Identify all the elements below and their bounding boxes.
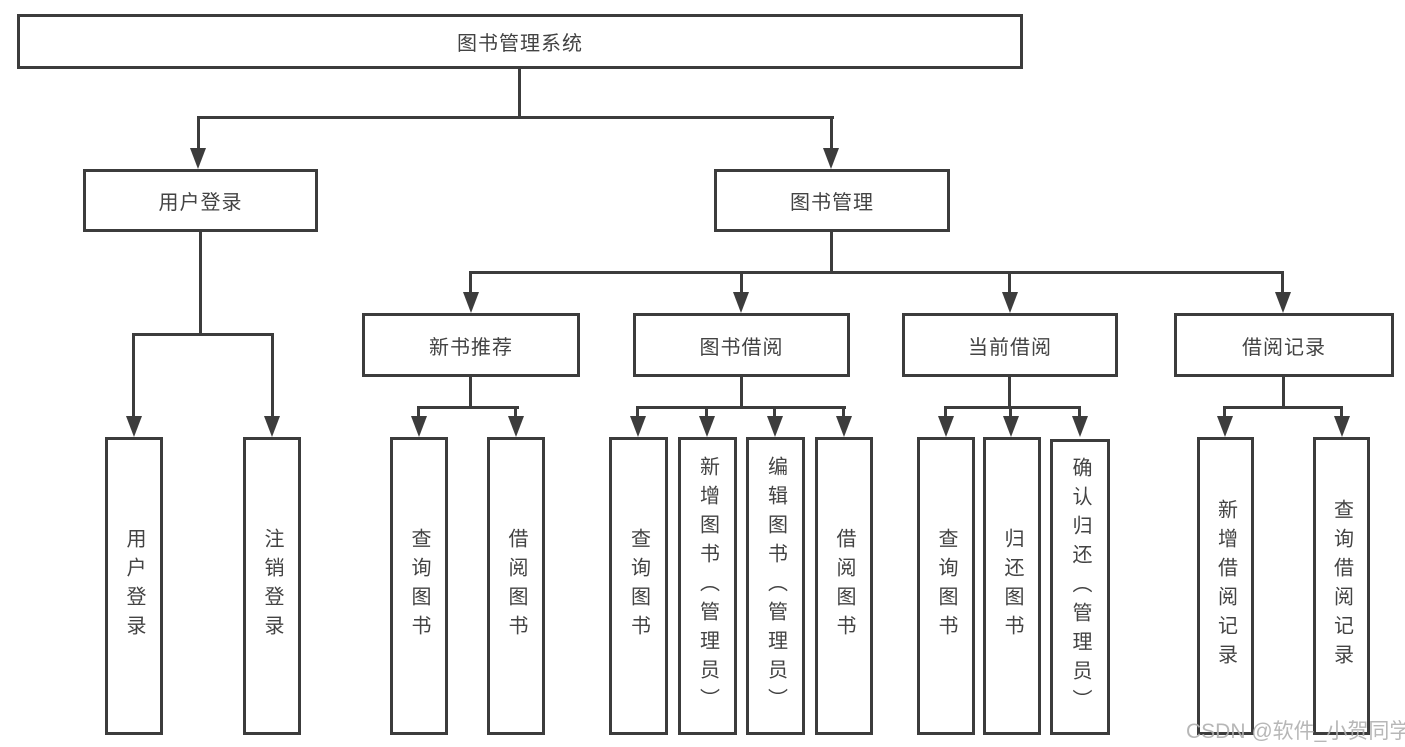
leaf-user-login: 用户登录 bbox=[105, 437, 163, 735]
leaf-newbook-query-books-label: 查询图书 bbox=[408, 528, 430, 644]
leaf-newbook-query-books: 查询图书 bbox=[390, 437, 448, 735]
leaf-borrow-query-books-label: 查询图书 bbox=[627, 528, 650, 644]
node-user-login-label: 用户登录 bbox=[158, 192, 243, 214]
connector-login-stem bbox=[199, 232, 202, 335]
connector-current-stem bbox=[1008, 377, 1011, 408]
arrowhead-borrow-leaf-4 bbox=[836, 416, 852, 437]
leaf-newbook-borrow-books: 借阅图书 bbox=[487, 437, 545, 735]
arrowhead-records-leaf-2 bbox=[1334, 416, 1350, 437]
arrowhead-group-current bbox=[1002, 292, 1018, 313]
node-book-borrow: 图书借阅 bbox=[633, 313, 850, 377]
node-book-management: 图书管理 bbox=[714, 169, 950, 232]
leaf-current-query-books-label: 查询图书 bbox=[935, 528, 957, 644]
connector-current-drop-2 bbox=[1009, 406, 1012, 417]
node-new-book-recommend-label: 新书推荐 bbox=[429, 336, 513, 359]
leaf-borrow-add-books-admin-label: 新增图书（管理员） bbox=[696, 455, 719, 717]
node-root-label: 图书管理系统 bbox=[457, 33, 583, 55]
leaf-records-query-record-label: 查询借阅记录 bbox=[1330, 499, 1353, 673]
node-current-borrow-label: 当前借阅 bbox=[968, 336, 1052, 359]
leaf-current-confirm-return-admin: 确认归还（管理员） bbox=[1050, 439, 1110, 735]
arrowhead-login-leaf-2 bbox=[264, 416, 280, 437]
leaf-borrow-edit-books-admin: 编辑图书（管理员） bbox=[746, 437, 805, 735]
connector-mgmt-drop-1 bbox=[469, 271, 472, 293]
connector-records-bar bbox=[1223, 406, 1343, 409]
csdn-watermark: CSDN @软件_小贺同学 bbox=[1186, 720, 1405, 743]
connector-login-drop-2 bbox=[271, 333, 274, 417]
connector-newbook-drop-1 bbox=[417, 406, 420, 417]
connector-borrow-bar bbox=[636, 406, 846, 409]
connector-mgmt-bar bbox=[469, 271, 1284, 274]
connector-current-drop-3 bbox=[1078, 406, 1081, 417]
leaf-records-add-record: 新增借阅记录 bbox=[1197, 437, 1254, 735]
connector-borrow-drop-1 bbox=[636, 406, 639, 417]
connector-root-bar bbox=[197, 116, 834, 119]
node-current-borrow: 当前借阅 bbox=[902, 313, 1118, 377]
arrowhead-borrow-leaf-1 bbox=[630, 416, 646, 437]
node-borrow-records-label: 借阅记录 bbox=[1242, 336, 1326, 359]
arrowhead-current-leaf-2 bbox=[1003, 416, 1019, 437]
connector-login-bar bbox=[132, 333, 274, 336]
leaf-borrow-add-books-admin: 新增图书（管理员） bbox=[678, 437, 737, 735]
leaf-borrow-query-books: 查询图书 bbox=[609, 437, 668, 735]
arrowhead-records-leaf-1 bbox=[1217, 416, 1233, 437]
connector-mgmt-drop-4 bbox=[1281, 271, 1284, 293]
leaf-records-query-record: 查询借阅记录 bbox=[1313, 437, 1370, 735]
arrowhead-current-leaf-3 bbox=[1072, 416, 1088, 437]
leaf-borrow-borrow-books-label: 借阅图书 bbox=[833, 528, 855, 644]
connector-current-drop-1 bbox=[944, 406, 947, 417]
arrowhead-borrow-leaf-2 bbox=[699, 416, 715, 437]
leaf-records-add-record-label: 新增借阅记录 bbox=[1214, 499, 1237, 673]
connector-root-drop-left bbox=[197, 116, 200, 148]
connector-borrow-drop-4 bbox=[842, 406, 845, 417]
connector-borrow-drop-2 bbox=[705, 406, 708, 417]
node-book-borrow-label: 图书借阅 bbox=[699, 336, 784, 359]
connector-newbook-bar bbox=[417, 406, 519, 409]
connector-mgmt-drop-2 bbox=[740, 271, 743, 293]
leaf-borrow-edit-books-admin-label: 编辑图书（管理员） bbox=[764, 455, 787, 717]
arrowhead-borrow-leaf-3 bbox=[767, 416, 783, 437]
connector-borrow-stem bbox=[740, 377, 743, 408]
leaf-current-return-books-label: 归还图书 bbox=[1001, 528, 1023, 644]
connector-records-drop-2 bbox=[1340, 406, 1343, 417]
arrowhead-current-leaf-1 bbox=[938, 416, 954, 437]
node-root: 图书管理系统 bbox=[17, 14, 1023, 69]
leaf-logout: 注销登录 bbox=[243, 437, 301, 735]
leaf-current-query-books: 查询图书 bbox=[917, 437, 975, 735]
connector-newbook-stem bbox=[469, 377, 472, 408]
connector-newbook-drop-2 bbox=[514, 406, 517, 417]
node-book-management-label: 图书管理 bbox=[790, 192, 874, 214]
leaf-current-confirm-return-admin-label: 确认归还（管理员） bbox=[1069, 456, 1091, 718]
connector-root-drop-right bbox=[830, 116, 833, 148]
connector-records-stem bbox=[1282, 377, 1285, 408]
arrowhead-newbook-leaf-1 bbox=[411, 416, 427, 437]
arrowhead-user-login bbox=[190, 148, 206, 169]
node-new-book-recommend: 新书推荐 bbox=[362, 313, 580, 377]
node-borrow-records: 借阅记录 bbox=[1174, 313, 1394, 377]
leaf-user-login-label: 用户登录 bbox=[123, 528, 145, 644]
leaf-current-return-books: 归还图书 bbox=[983, 437, 1041, 735]
leaf-logout-label: 注销登录 bbox=[261, 528, 283, 644]
leaf-borrow-borrow-books: 借阅图书 bbox=[815, 437, 873, 735]
arrowhead-login-leaf-1 bbox=[126, 416, 142, 437]
connector-root-stem bbox=[518, 68, 521, 118]
arrowhead-book-management bbox=[823, 148, 839, 169]
connector-borrow-drop-3 bbox=[773, 406, 776, 417]
connector-current-bar bbox=[944, 406, 1081, 409]
connector-mgmt-stem bbox=[830, 232, 833, 274]
arrowhead-newbook-leaf-2 bbox=[508, 416, 524, 437]
arrowhead-group-records bbox=[1275, 292, 1291, 313]
connector-login-drop-1 bbox=[132, 333, 135, 417]
node-user-login: 用户登录 bbox=[83, 169, 318, 232]
arrowhead-group-newbook bbox=[463, 292, 479, 313]
leaf-newbook-borrow-books-label: 借阅图书 bbox=[505, 528, 527, 644]
connector-mgmt-drop-3 bbox=[1008, 271, 1011, 293]
connector-records-drop-1 bbox=[1223, 406, 1226, 417]
arrowhead-group-borrow bbox=[733, 292, 749, 313]
